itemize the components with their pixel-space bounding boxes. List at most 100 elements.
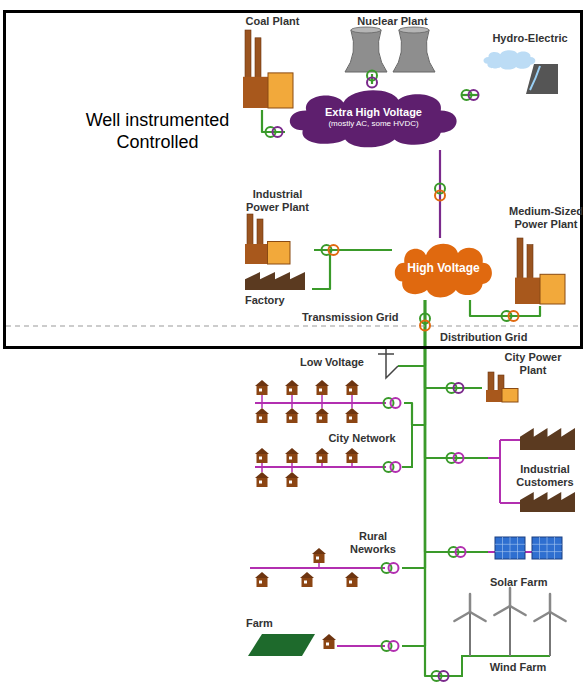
plant-generator — [540, 274, 565, 304]
house-window — [259, 389, 262, 392]
turbine-blade — [534, 612, 550, 621]
grid-divider — [6, 325, 580, 326]
node-label: Nuclear Plant — [340, 15, 445, 28]
house-roof — [322, 634, 336, 640]
cloud-note: (mostly AC, some HVDC) — [328, 119, 418, 128]
panel-grid — [547, 537, 548, 559]
node-label: Hydro-Electric — [478, 32, 582, 45]
node-label: Factory — [245, 294, 305, 307]
house-wire — [321, 403, 323, 408]
icon-group — [243, 27, 575, 681]
turbine-blade — [509, 588, 512, 606]
hydro-plant: Hydro-Electric — [478, 30, 584, 100]
customer-wire — [499, 440, 501, 503]
house-window — [319, 417, 322, 420]
house-wire — [291, 403, 293, 408]
house-body — [347, 454, 358, 463]
cloud-title: High Voltage — [407, 262, 479, 276]
turbine-mast — [509, 606, 511, 656]
wind-farm: Wind Farm — [458, 596, 568, 682]
house-window — [326, 643, 329, 646]
house-window — [349, 581, 352, 584]
turbine-blade — [494, 606, 510, 615]
house-body — [257, 578, 268, 587]
rural-wire — [318, 563, 320, 568]
house-roof — [285, 448, 299, 454]
transformer-coil — [391, 462, 401, 472]
feeder-wire — [402, 425, 412, 467]
boundary-box: Well instrumented ControlledCoal PlantNu… — [3, 10, 583, 349]
house-body — [257, 386, 268, 395]
house-roof — [345, 408, 359, 414]
power-line — [404, 300, 425, 425]
house-body — [347, 578, 358, 587]
house-wire — [321, 463, 323, 467]
medium-plant: Medium-Sized Power Plant — [506, 203, 588, 306]
power-line — [402, 300, 425, 568]
house-wire — [321, 395, 323, 403]
turbine-blade — [470, 612, 486, 621]
plant-generator — [268, 73, 293, 108]
house-roof — [285, 380, 299, 386]
house-roof — [345, 572, 359, 578]
city-plant: City Power Plant — [482, 350, 568, 404]
power-line — [312, 250, 392, 289]
factory-building — [520, 492, 575, 512]
factory: Factory — [243, 270, 312, 309]
house-window — [289, 417, 292, 420]
plant-building — [515, 278, 543, 304]
house-wire — [261, 395, 263, 403]
house-window — [349, 457, 352, 460]
panel-grid — [510, 537, 511, 559]
house-roof — [312, 548, 326, 554]
solar-farm: Solar Farm — [488, 532, 578, 594]
transformer-coil — [454, 383, 464, 393]
panel-grid — [554, 537, 555, 559]
cooling-tower — [345, 30, 387, 72]
turbine-blade — [469, 594, 472, 612]
house-wire — [351, 463, 353, 467]
solar-panel — [532, 537, 562, 559]
house-roof — [315, 380, 329, 386]
plant-building — [243, 77, 271, 108]
industrial-plant: Industrial Power Plant — [243, 186, 314, 266]
house-wire — [261, 403, 263, 408]
transformer-coil — [509, 311, 519, 321]
cooling-tower — [393, 30, 435, 72]
power-line — [425, 300, 482, 388]
node-label: Coal Plant — [240, 15, 305, 28]
house-body — [347, 386, 358, 395]
city-network: City Network — [250, 372, 404, 505]
customer-wire — [488, 457, 500, 459]
turbine-blade — [550, 612, 566, 621]
reservoir-cloud — [484, 50, 536, 69]
house-body — [347, 414, 358, 423]
house-body — [317, 386, 328, 395]
house-window — [289, 481, 292, 484]
cloud-fill — [290, 90, 457, 147]
transformer-coil — [420, 321, 430, 331]
house-wire — [261, 467, 263, 472]
farm-field — [248, 634, 315, 656]
house-window — [349, 417, 352, 420]
house-roof — [255, 408, 269, 414]
customer-wire — [500, 502, 520, 504]
turbine-mast — [549, 612, 551, 656]
house-wire — [291, 463, 293, 467]
node-label: Solar Farm — [490, 576, 570, 589]
house-window — [304, 581, 307, 584]
farm-wire — [337, 645, 385, 647]
transformer-coil — [439, 671, 449, 681]
power-line — [402, 300, 425, 646]
panel-grid — [532, 544, 562, 545]
coal-plant: Coal Plant — [240, 13, 307, 110]
house-roof — [285, 408, 299, 414]
turbine-blade — [454, 612, 470, 621]
solar-panel — [495, 537, 525, 559]
factory-building — [245, 272, 305, 290]
grid-section-label: Distribution Grid — [438, 331, 529, 343]
node-label: Industrial Power Plant — [243, 188, 312, 214]
house-roof — [255, 448, 269, 454]
house-wire — [255, 466, 386, 468]
node-label: Industrial Customers — [508, 463, 582, 489]
